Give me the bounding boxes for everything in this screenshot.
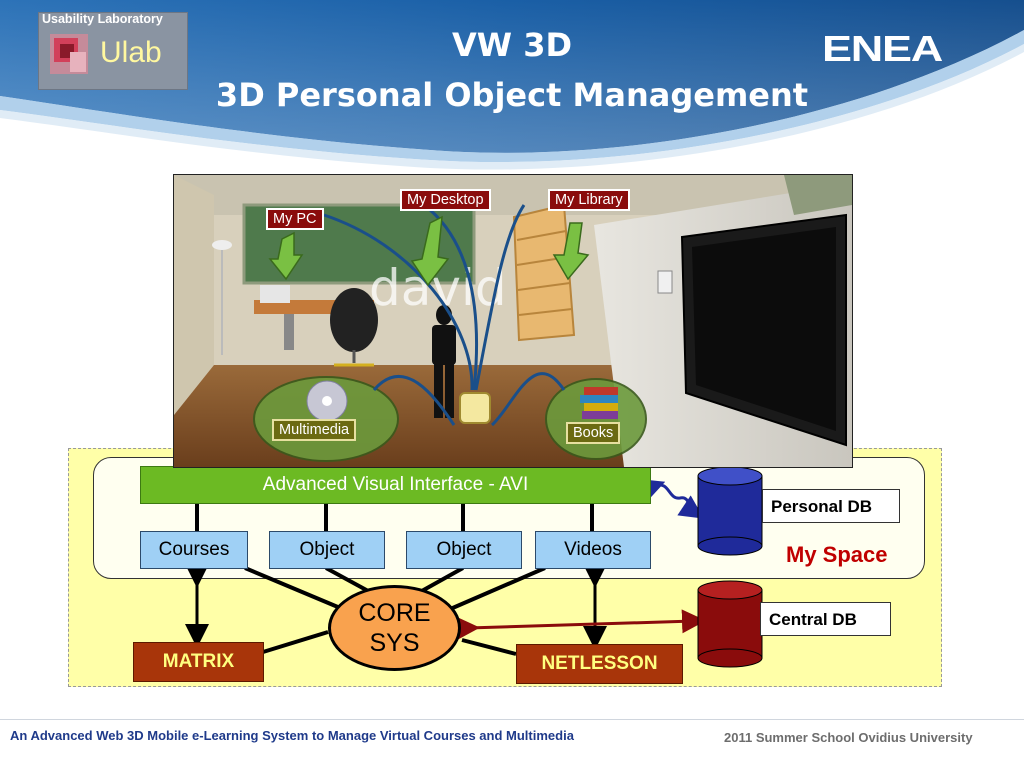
matrix-box: MATRIX (133, 642, 264, 682)
module-courses: Courses (140, 531, 248, 569)
module-object-1: Object (269, 531, 385, 569)
enea-logo: ENEA (822, 28, 943, 69)
module-videos: Videos (535, 531, 651, 569)
footer-left-text: An Advanced Web 3D Mobile e-Learning Sys… (10, 728, 574, 743)
my-pc-tag: My PC (266, 208, 324, 230)
core-line-2: SYS (369, 629, 420, 657)
header-background (0, 0, 1024, 170)
personal-db-label: Personal DB (762, 489, 900, 523)
avi-bar: Advanced Visual Interface - AVI (140, 466, 651, 504)
logo-text: Ulab (100, 36, 162, 69)
title-line-1: VW 3D (451, 26, 573, 64)
core-sys: CORE SYS (328, 585, 461, 671)
virtual-room-screenshot: david (173, 174, 853, 468)
my-space-label: My Space (786, 542, 888, 567)
core-line-1: CORE (358, 599, 431, 627)
multimedia-tag: Multimedia (272, 419, 357, 441)
central-db-label: Central DB (760, 602, 891, 636)
logo-caption: Usability Laboratory (42, 12, 163, 26)
netlesson-box: NETLESSON (516, 644, 683, 684)
footer-divider (0, 719, 1024, 720)
module-object-2: Object (406, 531, 522, 569)
ulab-mark-icon (50, 34, 88, 74)
central-db-icon (697, 580, 763, 668)
books-tag: Books (566, 422, 621, 444)
my-desktop-tag: My Desktop (400, 189, 491, 211)
title-line-2: 3D Personal Object Management (215, 76, 809, 114)
personal-db-icon (697, 466, 763, 556)
footer-right-text: 2011 Summer School Ovidius University (724, 730, 973, 745)
my-library-tag: My Library (548, 189, 630, 211)
